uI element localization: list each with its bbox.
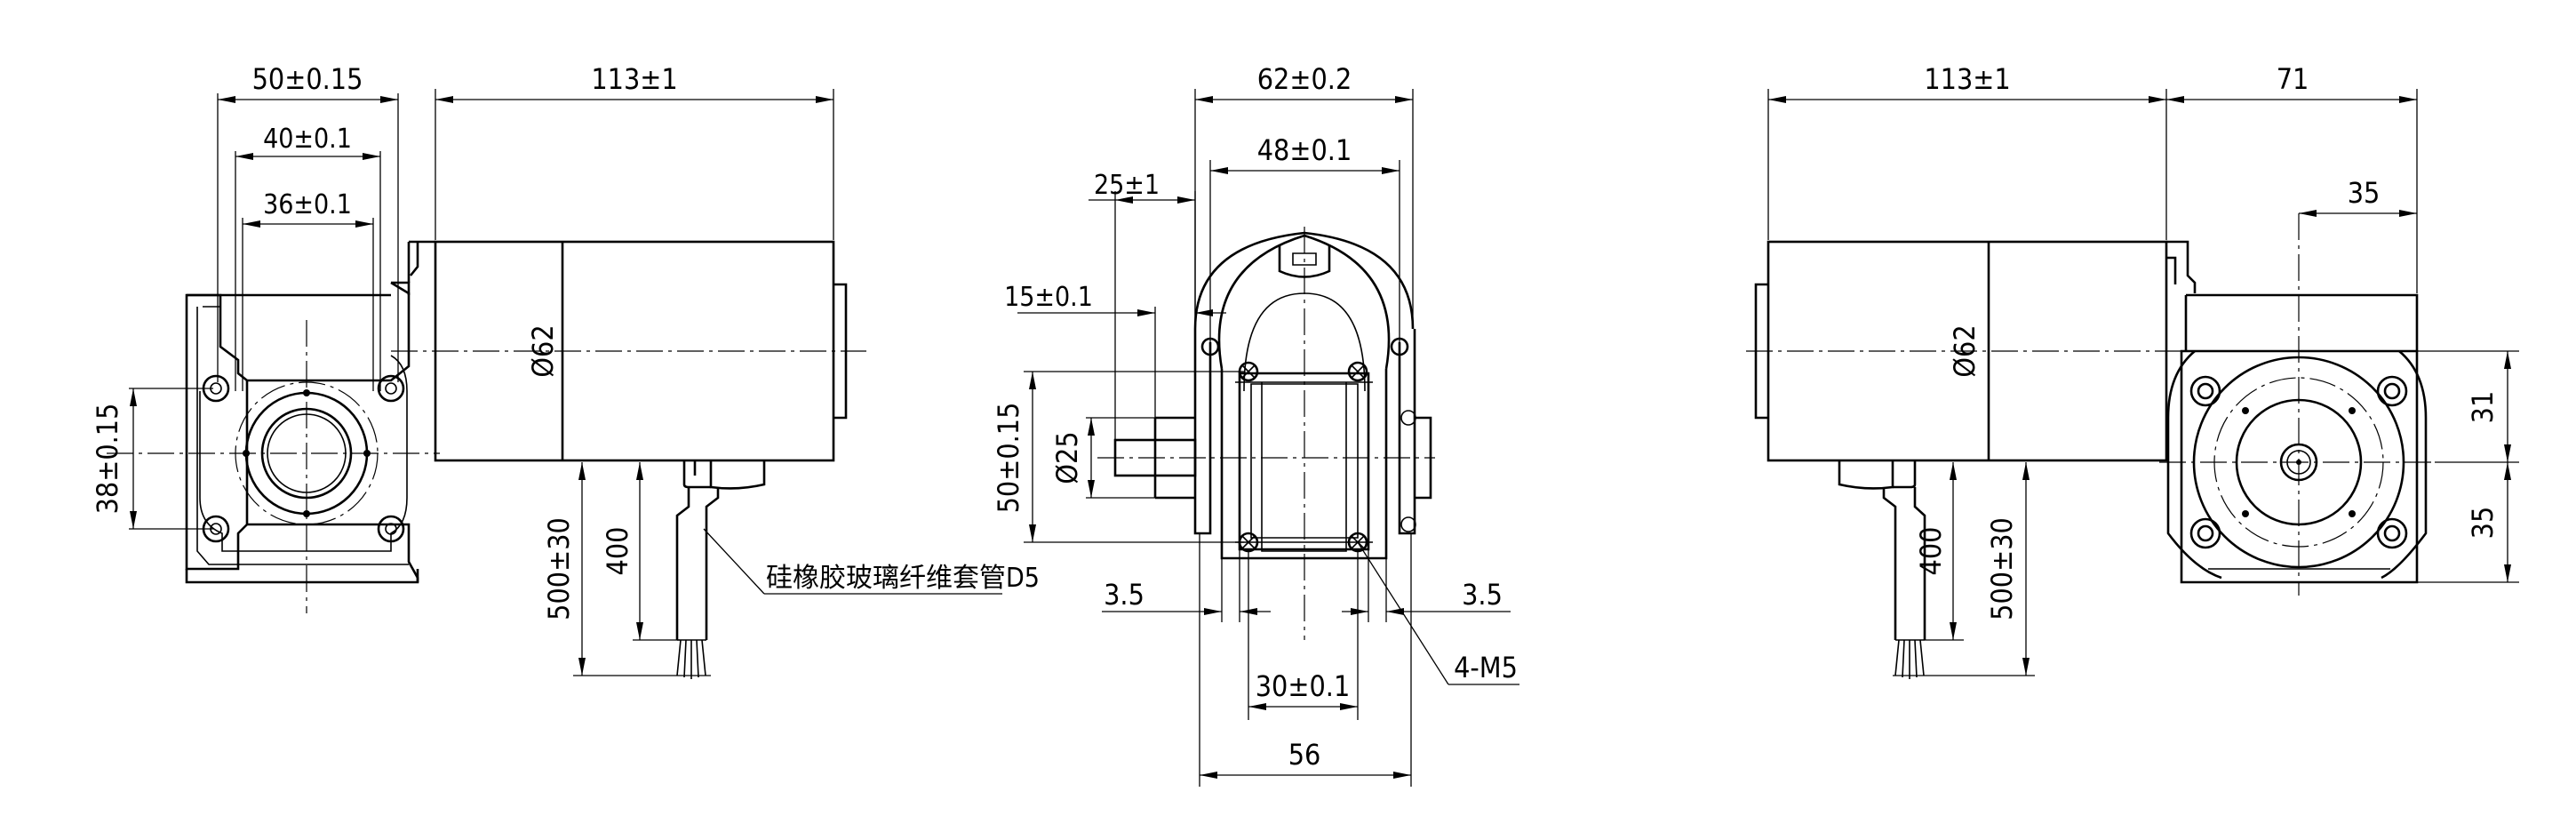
dim-25-1: 25±1 bbox=[1094, 170, 1160, 201]
dim-50-015: 50±0.15 bbox=[252, 62, 363, 96]
dim-113-1-right: 113±1 bbox=[1924, 62, 2010, 96]
dim-30-01: 30±0.1 bbox=[1256, 669, 1351, 703]
left-flange-right bbox=[247, 281, 419, 582]
left-flange-outline bbox=[185, 293, 249, 571]
sleeve-note: 硅橡胶玻璃纤维套管D5 bbox=[766, 563, 1040, 594]
dim-40-01: 40±0.1 bbox=[263, 124, 352, 155]
dim-38-015: 38±0.15 bbox=[91, 404, 124, 515]
dim-35-top: 35 bbox=[2348, 176, 2381, 210]
dim-62-02: 62±0.2 bbox=[1257, 62, 1352, 96]
dim-50-015-mid: 50±0.15 bbox=[992, 403, 1025, 514]
dim-15-01: 15±0.1 bbox=[1004, 282, 1093, 313]
middle-view: 62±0.2 48±0.1 25±1 15±0.1 50±0.15 Ø25 3.… bbox=[992, 62, 1519, 787]
dim-113-1-left: 113±1 bbox=[591, 62, 677, 96]
dim-56: 56 bbox=[1288, 738, 1321, 772]
right-flange bbox=[2166, 293, 2428, 584]
left-flange-bottom bbox=[185, 569, 419, 584]
dim-phi62-right: Ø62 bbox=[1948, 324, 1982, 377]
left-cable bbox=[675, 460, 720, 679]
dim-phi25: Ø25 bbox=[1050, 431, 1084, 484]
dim-400-left: 400 bbox=[601, 527, 634, 576]
thread-4-m5: 4-M5 bbox=[1454, 651, 1518, 684]
dim-phi62-left: Ø62 bbox=[526, 324, 560, 377]
dim-35-right: 35 bbox=[2466, 507, 2500, 540]
left-flange-edge bbox=[196, 307, 409, 565]
dim-500-30-left: 500±30 bbox=[542, 517, 576, 620]
dim-48-01: 48±0.1 bbox=[1257, 133, 1352, 167]
dim-36-01: 36±0.1 bbox=[263, 189, 352, 220]
left-motor-body bbox=[407, 240, 848, 490]
dim-400-right: 400 bbox=[1914, 527, 1948, 576]
dim-71: 71 bbox=[2277, 62, 2309, 96]
right-view: 113±1 71 35 Ø62 31 35 400 500±30 bbox=[1746, 62, 2519, 679]
right-cable bbox=[1882, 460, 1926, 679]
dim-3-5-left: 3.5 bbox=[1104, 578, 1144, 612]
mid-screws bbox=[1200, 337, 1416, 553]
dim-500-30-right: 500±30 bbox=[1985, 517, 2019, 620]
left-view: 50±0.15 40±0.1 36±0.1 113±1 38±0.15 Ø62 … bbox=[91, 62, 1040, 679]
left-top-gear bbox=[187, 281, 411, 297]
left-mount-holes bbox=[202, 374, 405, 543]
dim-31: 31 bbox=[2466, 391, 2500, 424]
dim-3-5-right: 3.5 bbox=[1462, 578, 1503, 612]
